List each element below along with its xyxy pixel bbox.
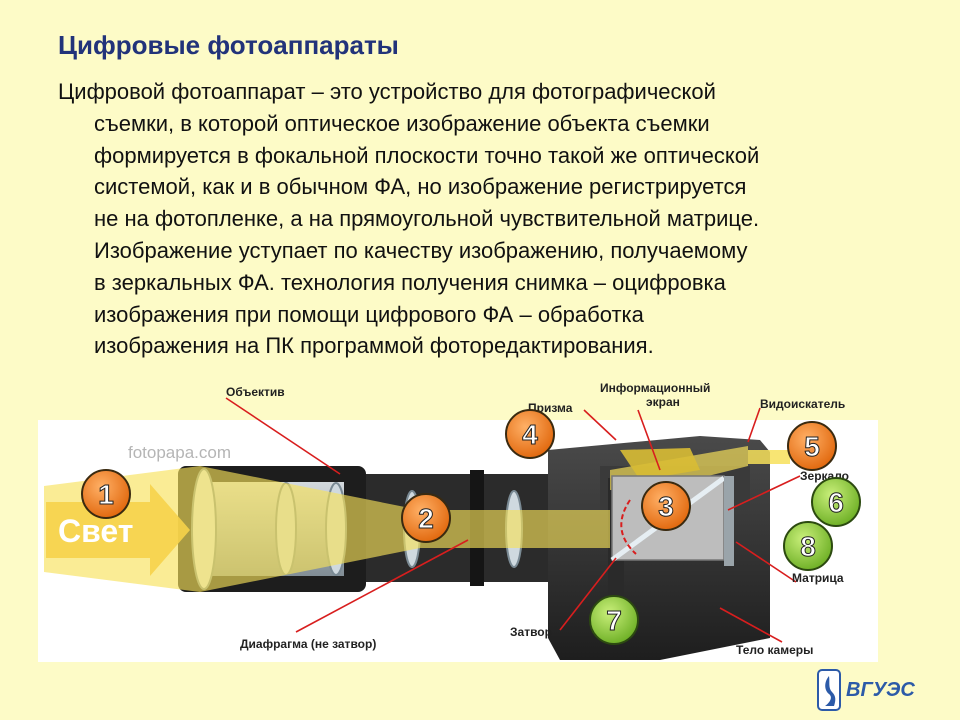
marker-1: 1 bbox=[81, 469, 131, 519]
body-line: изображения на ПК программой фоторедакти… bbox=[94, 333, 654, 359]
logo-text: ВГУЭС bbox=[846, 679, 915, 701]
info-screen-label: Информационный bbox=[600, 381, 710, 395]
marker-4: 4 bbox=[505, 409, 555, 459]
svg-text:3: 3 bbox=[658, 491, 674, 522]
watermark-text: fotopapa.com bbox=[128, 443, 231, 462]
body-line: не на фотопленке, а на прямоугольной чув… bbox=[94, 206, 760, 232]
info-screen-label-2: экран bbox=[646, 395, 680, 409]
light-arrow: Свет bbox=[46, 484, 190, 576]
callout-lines bbox=[225, 397, 801, 643]
svg-text:7: 7 bbox=[606, 605, 622, 636]
svg-text:2: 2 bbox=[418, 503, 434, 534]
university-emblem-icon bbox=[817, 669, 841, 711]
light-label: Свет bbox=[58, 513, 133, 549]
sensor-label: Матрица bbox=[792, 571, 844, 585]
marker-7: 7 bbox=[589, 595, 639, 645]
svg-text:6: 6 bbox=[828, 487, 844, 518]
body-line: изображения при помощи цифрового ФА – об… bbox=[94, 301, 644, 327]
marker-5: 5 bbox=[787, 421, 837, 471]
svg-text:8: 8 bbox=[800, 531, 816, 562]
shutter-label: Затвор bbox=[510, 625, 552, 639]
aperture-label: Диафрагма (не затвор) bbox=[240, 637, 376, 651]
body-line: съемки, в которой оптическое изображение… bbox=[94, 110, 710, 136]
svg-text:5: 5 bbox=[804, 431, 820, 462]
marker-2: 2 bbox=[401, 493, 451, 543]
marker-8: 8 bbox=[783, 521, 833, 571]
university-logo: ВГУЭС bbox=[817, 669, 915, 711]
body-line: Цифровой фотоаппарат – это устройство дл… bbox=[58, 79, 716, 104]
svg-text:4: 4 bbox=[522, 419, 538, 450]
body-text: Цифровой фотоаппарат – это устройство дл… bbox=[58, 76, 954, 362]
body-line: в зеркальных ФА. технология получения сн… bbox=[94, 269, 726, 295]
body-line: Изображение уступает по качеству изображ… bbox=[94, 237, 748, 263]
camera-cross-section-diagram: fotopapa.com Свет bbox=[38, 381, 878, 662]
body-line: формируется в фокальной плоскости точно … bbox=[94, 142, 760, 168]
svg-text:1: 1 bbox=[98, 479, 114, 510]
viewfinder-label: Видоискатель bbox=[760, 397, 845, 411]
lens-label: Объектив bbox=[226, 385, 285, 399]
marker-6: 6 bbox=[811, 477, 861, 527]
body-label: Тело камеры bbox=[736, 643, 813, 657]
body-line: системой, как и в обычном ФА, но изображ… bbox=[94, 174, 747, 200]
marker-3: 3 bbox=[641, 481, 691, 531]
slide-title: Цифровые фотоаппараты bbox=[58, 30, 399, 60]
